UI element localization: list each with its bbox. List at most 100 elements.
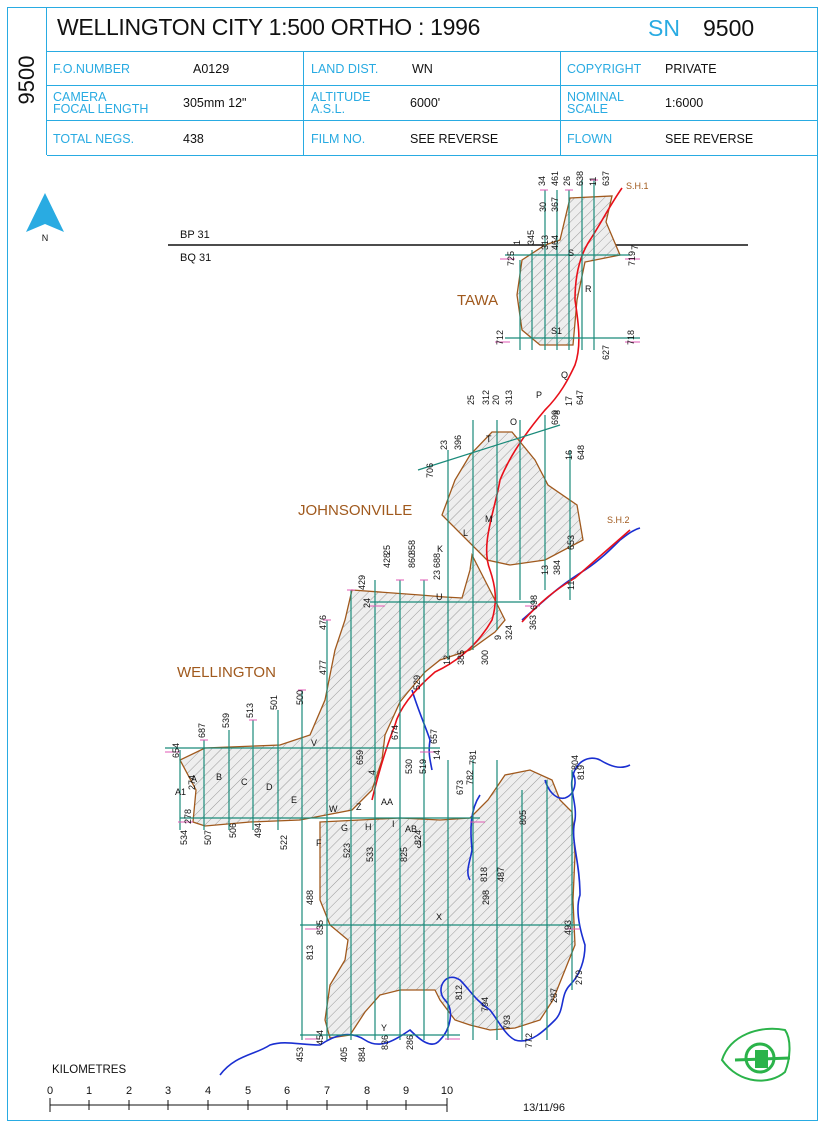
highway-label-sh1: S.H.1 [626,181,649,191]
field-value: 438 [183,132,204,146]
frame-number: 30 [538,201,548,212]
strip-letter: T [486,434,492,444]
field-key: CAMERA FOCAL LENGTH [53,90,149,116]
frame-number: 648 [576,444,586,460]
frame-number: 836 [380,1034,390,1050]
frame-number: 653 [566,534,576,550]
frame-number: 396 [453,434,463,450]
frame-number: 818 [479,866,489,882]
field-value: 6000' [410,96,441,110]
field-key: FILM NO. [311,132,366,146]
frame-number: 345 [526,229,536,245]
scale-tick: 3 [165,1085,171,1097]
grid-label-bottom: BQ 31 [180,252,211,264]
frame-number: 647 [575,389,585,405]
scale-bar [49,1098,448,1112]
strip-letter: A [191,774,197,784]
strip-letter: M [485,514,493,524]
frame-number: 782 [465,769,475,785]
scale-tick: 8 [364,1085,370,1097]
frame-number: 657 [429,728,439,744]
frame-number: 13 [540,564,550,575]
north-arrow-icon: N [26,193,64,243]
frame-number: 529 [412,674,422,690]
place-label-johnsonville: JOHNSONVILLE [298,502,412,519]
strip-letter: P [536,390,542,400]
field-key: TOTAL NEGS. [53,132,135,146]
frame-number: 522 [279,834,289,850]
strip-letter: S [568,248,574,258]
frame-number: 385 [456,649,466,665]
scale-tick: 10 [441,1085,453,1097]
frame-number: 519 [418,758,428,774]
frame-number: 9 [493,634,503,640]
frame-number: 34 [537,175,547,186]
frame-number: 825 [399,846,409,862]
strip-letter: B [216,772,222,782]
frame-number: 674 [390,724,400,740]
field-key: F.O.NUMBER [53,62,131,76]
frame-number: 313 [504,389,514,405]
frame-number: 507 [203,829,213,845]
frame-number: 698 [529,594,539,610]
frame-number: 500 [295,689,305,705]
frame-number: 781 [468,749,478,765]
row-divider [47,85,818,86]
strip-letter: O [510,417,517,427]
frame-number: 794 [480,996,490,1012]
strip-letter: G [341,823,348,833]
field-value: WN [412,62,433,76]
strip-letter: S1 [551,326,562,336]
frame-number: 506 [228,822,238,838]
north-label: N [42,233,49,243]
frame-number: 477 [318,659,328,675]
frame-number: 533 [365,846,375,862]
frame-number: 772 [524,1032,534,1048]
scale-tick: 7 [324,1085,330,1097]
frame-number: 17 [564,395,574,406]
frame-number: 300 [480,649,490,665]
strip-letter: E [291,795,297,805]
frame-number: 4 [367,769,377,775]
spine-panel: 9500 [7,7,47,155]
frame-number: 1 [512,239,522,245]
frame-number: 23 [432,569,442,580]
frame-number: 637 [601,170,611,186]
frame-number: 805 [518,809,528,825]
map-sheet-frame [7,7,818,1121]
frame-number: 8 [552,409,562,415]
strip-letter: H [365,822,372,832]
flight-strips [165,180,640,1040]
frame-number: 501 [269,694,279,710]
frame-number: 16 [564,449,574,460]
strip-letter: D [266,782,273,792]
scale-tick: 2 [126,1085,132,1097]
frame-number: 23 [439,439,449,450]
frame-number: 718 [626,329,636,345]
flight-date: 13/11/96 [523,1102,566,1114]
frame-number: 523 [342,842,352,858]
frame-number: 384 [552,559,562,575]
map-title: WELLINGTON CITY 1:500 ORTHO : 1996 [57,14,481,40]
strip-letter: Y [381,1023,387,1033]
frame-number: 313 [540,234,550,250]
frame-number: 363 [528,614,538,630]
frame-number: 493 [563,919,573,935]
frame-number: 813 [305,944,315,960]
grid-label-top: BP 31 [180,229,210,241]
strip-letter: W [329,804,338,814]
field-value: 1:6000 [665,96,704,110]
frame-number: 860 [407,552,417,568]
frame-number: 824 [413,829,423,845]
frame-number: 835 [315,919,325,935]
strip-letter: A1 [175,787,186,797]
frame-number: 454 [315,1029,325,1045]
frame-number: 324 [504,624,514,640]
strip-letter-labels: S R S1 Q P O T M L K U V W X Y A A1 B C … [175,248,592,1033]
strip-letter: Z [356,802,362,812]
strip-end-ticks [165,179,640,1040]
field-value: SEE REVERSE [665,132,754,146]
frame-number: 464 [550,234,560,250]
frame-number: 14 [432,749,442,760]
